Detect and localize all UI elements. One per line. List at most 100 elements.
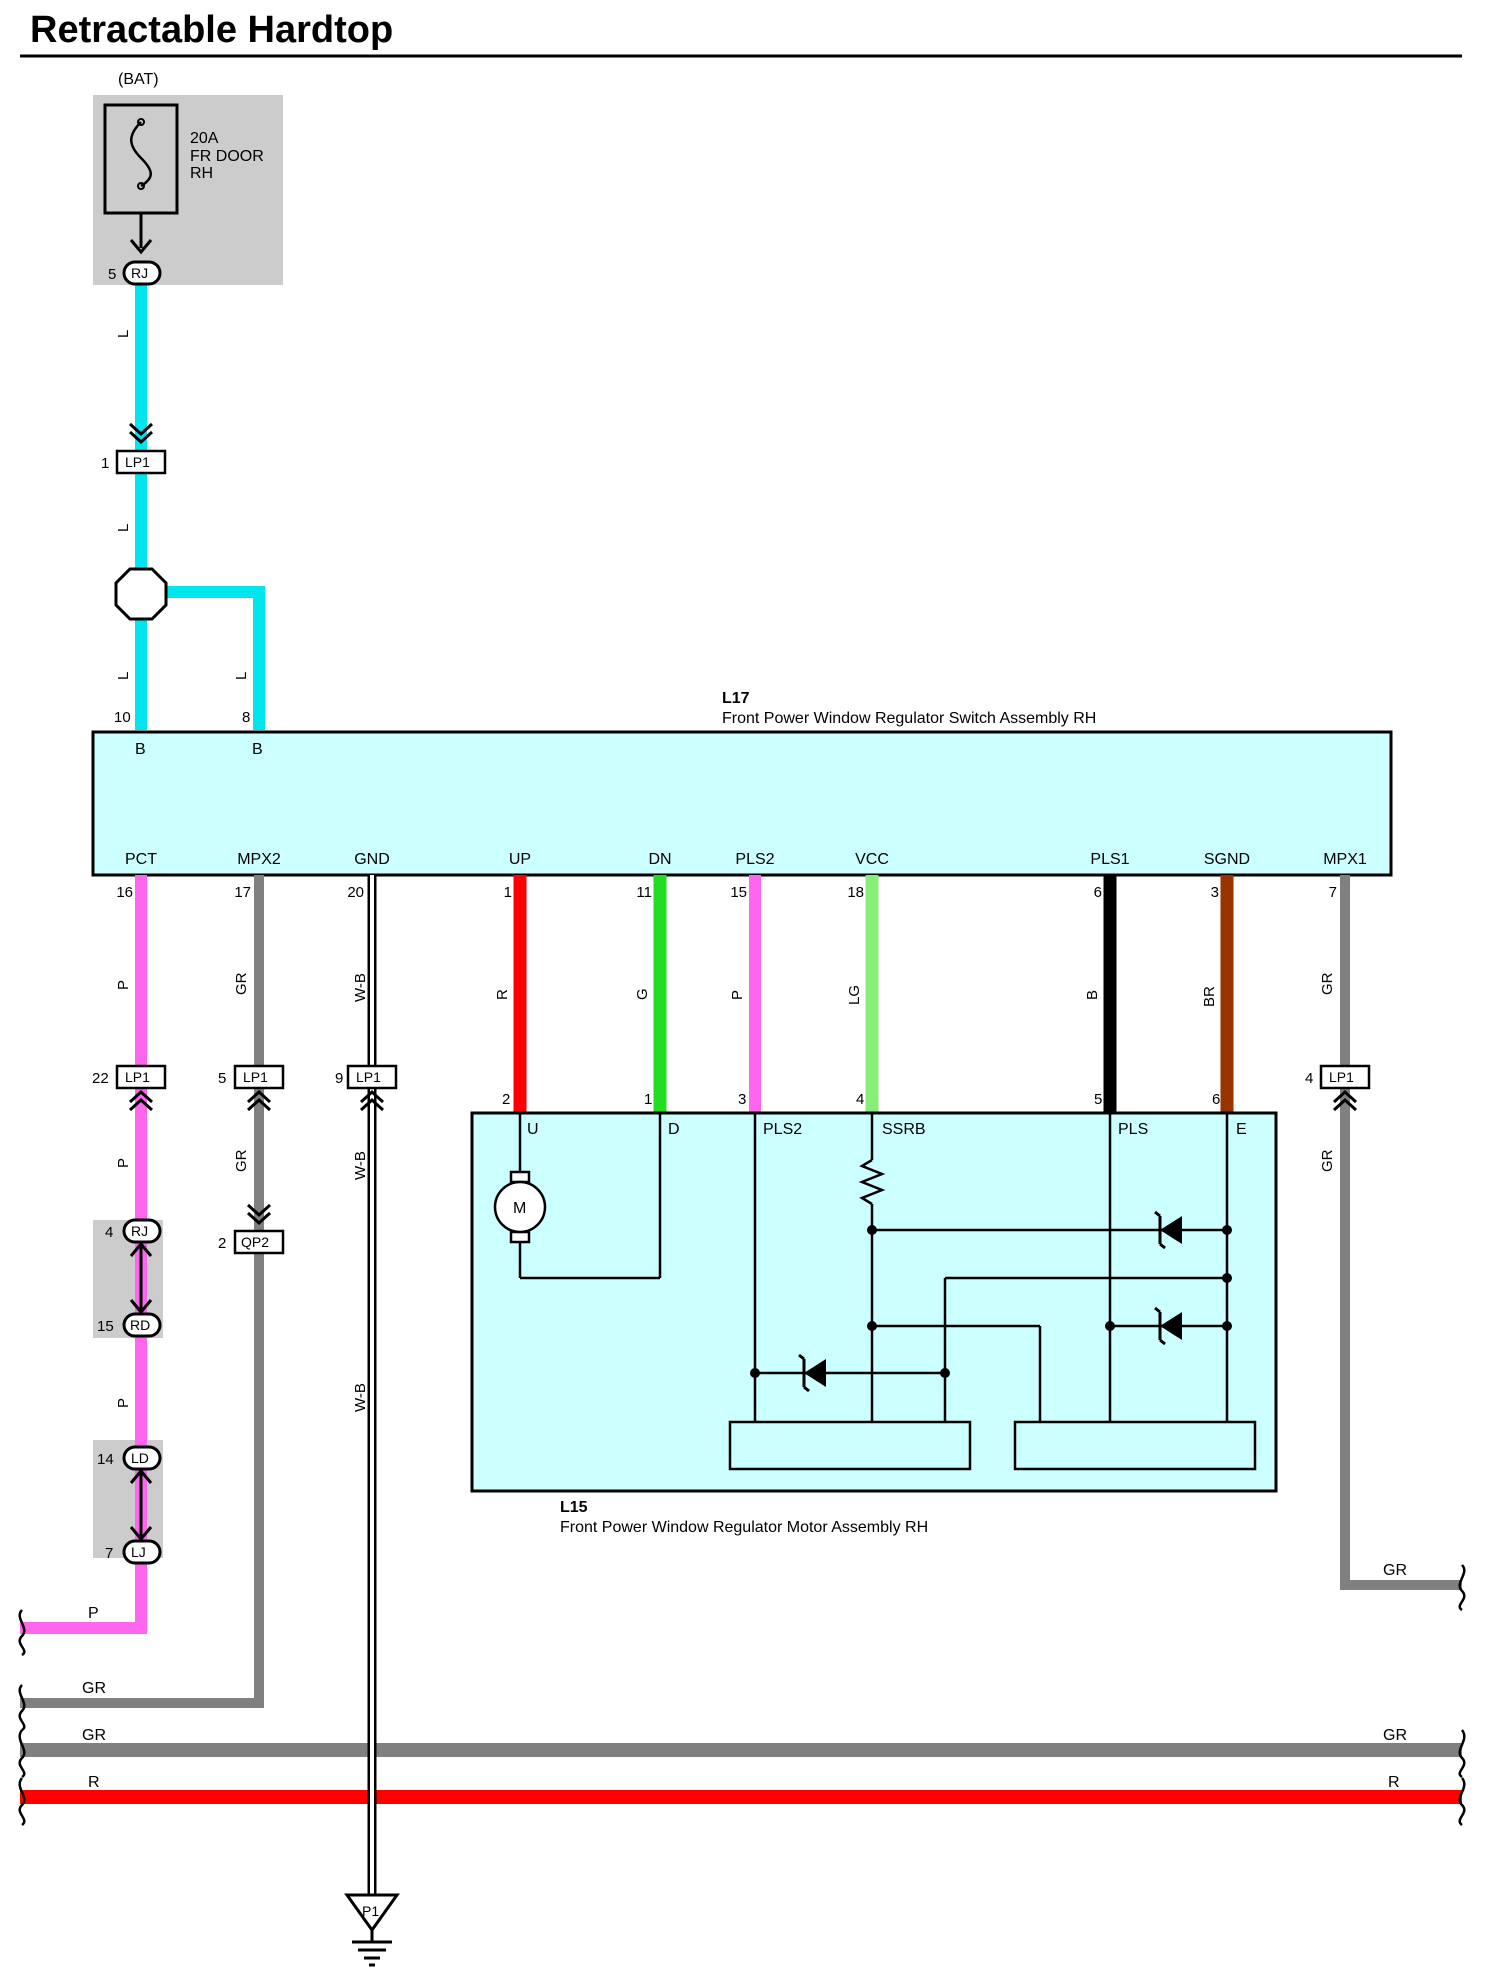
l17-terminal-pin-mpx1: 7: [1329, 884, 1337, 901]
l17-terminal-label-dn: DN: [648, 851, 671, 868]
l17-terminal-label-up: UP: [509, 851, 531, 868]
fuse-rating: 20A: [190, 130, 219, 147]
bus-label-gr-mpx1-right: GR: [1383, 1562, 1407, 1579]
svg-text:LP1: LP1: [125, 1069, 150, 1085]
l15-label-ssrb: SSRB: [882, 1121, 926, 1138]
wire-mpx2: [20, 875, 264, 1708]
l17-terminal-label-vcc: VCC: [855, 851, 889, 868]
l17-terminal-label-sgnd: SGND: [1204, 851, 1250, 868]
wire-code-pls1: B: [1084, 990, 1101, 1000]
fuse-contact-top: [137, 118, 145, 126]
bus-label-gr2-left: GR: [82, 1727, 106, 1744]
arrow-down-icon: [129, 1526, 153, 1542]
l15-label-d: D: [668, 1121, 680, 1138]
l15-label-pls: PLS: [1118, 1121, 1148, 1138]
double-chevron-up-icon: [359, 1089, 385, 1112]
connector-lp1-top: [115, 449, 167, 475]
l17-top-label-2: B: [252, 741, 263, 758]
connector-lj-name: LJ: [131, 1544, 146, 1560]
l17-terminal-pin-pls2: 15: [730, 884, 747, 901]
arrow-down-icon: [129, 1299, 153, 1315]
wire-code-pct-b: P: [115, 1158, 132, 1168]
wire-code-l-a: L: [115, 330, 132, 338]
double-chevron-icon: [246, 1203, 272, 1226]
svg-text:5: 5: [218, 1070, 226, 1087]
connector-rd-name: RD: [130, 1317, 150, 1333]
double-chevron-up-icon: [1332, 1089, 1358, 1112]
svg-text:4: 4: [1305, 1070, 1313, 1087]
wire-code-l-b: L: [115, 524, 132, 532]
double-chevron-icon: [128, 422, 154, 445]
l17-terminal-label-mpx1: MPX1: [1323, 851, 1367, 868]
l17-terminal-pin-sgnd: 3: [1211, 884, 1219, 901]
wire-code-mpx2-a: GR: [233, 972, 250, 995]
bus-label-r-right: R: [1388, 1774, 1400, 1791]
wire-code-gnd-c: W-B: [352, 1383, 369, 1412]
wire-code-dn: G: [634, 988, 651, 1000]
connector-rj-top-name: RJ: [131, 265, 148, 281]
l17-terminal-label-pls2: PLS2: [735, 851, 774, 868]
connector-ld-pin: 14: [97, 1451, 114, 1468]
svg-text:9: 9: [335, 1070, 343, 1087]
fuse-source: (BAT): [118, 71, 159, 88]
zener-diode-icon: [1154, 1306, 1182, 1346]
connector-lp1-top-name: LP1: [125, 454, 150, 470]
l17-id: L17: [722, 690, 750, 707]
junction-dots: [750, 1225, 1232, 1378]
wire-code-mpx2-b: GR: [233, 1149, 250, 1172]
l15-pin-pls: 5: [1094, 1091, 1102, 1108]
svg-text:22: 22: [92, 1070, 109, 1087]
l15-pin-e: 6: [1212, 1091, 1220, 1108]
l17-terminal-pin-dn: 11: [636, 884, 652, 901]
bus-label-gr1-left: GR: [82, 1680, 106, 1697]
motor-icon: M: [493, 1170, 547, 1244]
l17-terminal-pin-mpx2: 17: [234, 884, 251, 901]
l15-id: L15: [560, 1499, 588, 1516]
wire-pct: [20, 875, 147, 1634]
l15-pin-ssrb: 4: [856, 1091, 864, 1108]
connector-rj-mid-pin: 4: [105, 1224, 113, 1241]
wire-mpx1: [1340, 875, 1462, 1590]
zener-diode-icon: [1154, 1210, 1182, 1250]
wire-code-sgnd: BR: [1201, 986, 1218, 1007]
connector-qp2: QP2 2: [218, 1203, 285, 1255]
l17-terminal-pin-pls1: 6: [1094, 884, 1102, 901]
connector-ld: [122, 1445, 162, 1471]
connector-lp1-top-pin: 1: [101, 455, 109, 472]
double-chevron-up-icon: [246, 1089, 272, 1112]
wire-code-up: R: [494, 989, 511, 1000]
wire-code-gnd-a: W-B: [352, 973, 369, 1002]
fuse-shade: [93, 95, 283, 285]
svg-text:LP1: LP1: [243, 1069, 268, 1085]
wire-code-pct-a: P: [115, 980, 132, 990]
l17-terminal-pin-up: 1: [504, 884, 512, 901]
l15-name: Front Power Window Regulator Motor Assem…: [560, 1519, 928, 1536]
connector-rj-mid-name: RJ: [131, 1223, 148, 1239]
connector-rd-pin: 15: [97, 1318, 114, 1335]
connector-lp1-mpx2: LP1 5: [218, 1064, 285, 1112]
l15-label-u: U: [527, 1121, 539, 1138]
connector-rd: [122, 1312, 162, 1338]
connector-rj-mid: [122, 1218, 162, 1244]
wire-code-l-d: L: [233, 672, 250, 680]
svg-text:LP1: LP1: [356, 1069, 381, 1085]
l17-terminal-pin-pct: 16: [116, 884, 133, 901]
ground-icon: P1: [344, 1893, 400, 1967]
wire-code-pls2: P: [729, 990, 746, 1000]
connector-rj-top-pin: 5: [108, 266, 116, 283]
fuse-name-2: RH: [190, 165, 213, 182]
l15-pin-u: 2: [502, 1091, 510, 1108]
svg-text:2: 2: [218, 1235, 226, 1252]
fuse-contact-bottom: [137, 182, 145, 190]
fuse-symbol-icon: [130, 121, 152, 188]
arrow-down-icon: [129, 239, 153, 255]
l17-top-label-1: B: [135, 741, 146, 758]
l15-pin-pls2: 3: [738, 1091, 746, 1108]
l15-pin-d: 1: [644, 1091, 652, 1108]
connector-rj-top: [122, 260, 162, 286]
wire-l-branch: [141, 586, 265, 730]
l15-label-pls2: PLS2: [763, 1121, 802, 1138]
svg-text:QP2: QP2: [241, 1234, 269, 1250]
arrow-up-icon: [129, 1468, 153, 1484]
